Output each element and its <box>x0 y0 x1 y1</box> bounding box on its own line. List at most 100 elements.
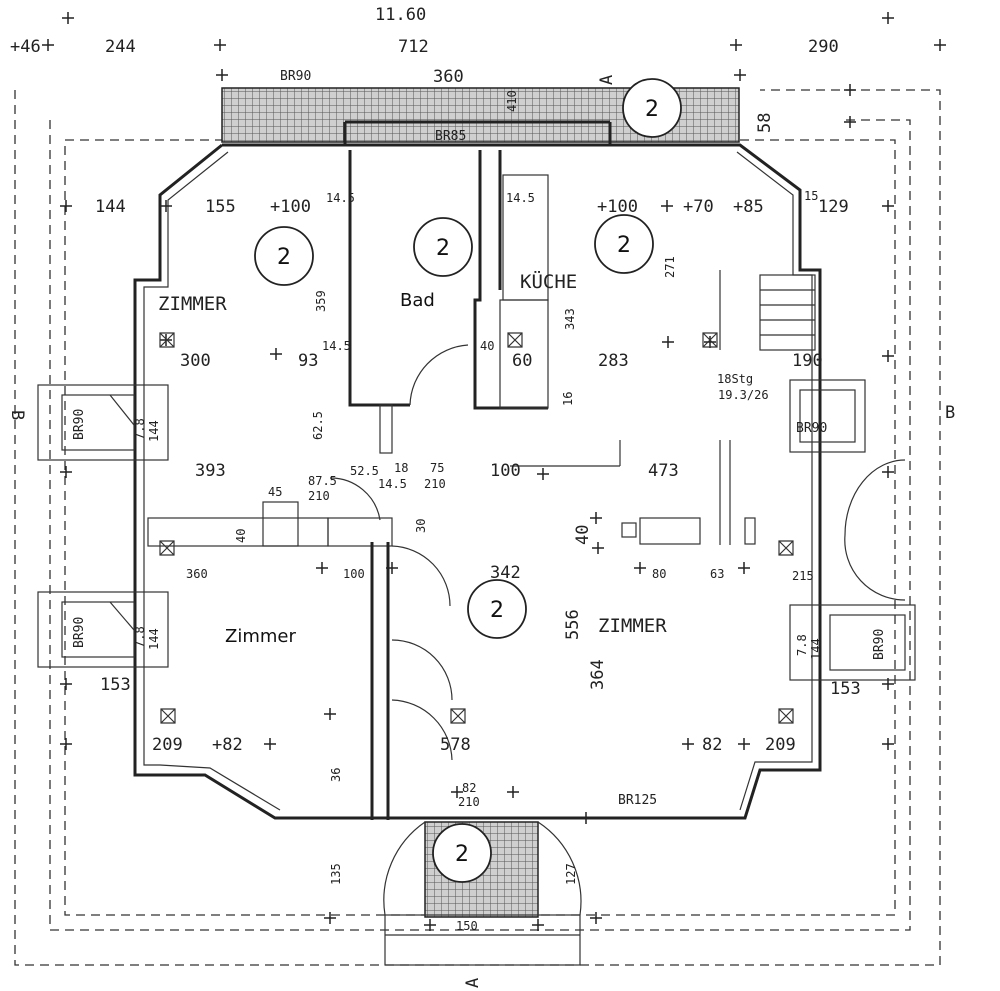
dimension-cross <box>590 912 602 924</box>
window-label-br90-left1: BR90 <box>72 409 87 440</box>
light-fixture-mark <box>160 708 176 724</box>
dimension-cross <box>216 69 228 81</box>
svg-text:129: 129 <box>818 197 849 217</box>
svg-text:7.8: 7.8 <box>133 418 147 440</box>
svg-text:58: 58 <box>755 113 775 133</box>
svg-text:271: 271 <box>663 256 677 278</box>
zone-circle <box>467 579 527 639</box>
dimension-cross <box>424 919 436 931</box>
door-swings <box>329 344 906 916</box>
svg-text:144: 144 <box>95 197 126 217</box>
dimension-cross <box>160 334 172 346</box>
light-fixture-mark <box>159 332 175 348</box>
dimension-cross <box>844 116 856 128</box>
section-mark-b-left: B <box>7 410 27 420</box>
svg-text:210: 210 <box>424 477 446 491</box>
dim-top-290: 290 <box>808 37 839 57</box>
dimension-cross <box>60 466 72 478</box>
dimension-cross <box>60 200 72 212</box>
svg-text:359: 359 <box>314 290 328 312</box>
window-left-2 <box>37 591 169 668</box>
dimension-cross <box>734 69 746 81</box>
svg-text:82: 82 <box>462 781 476 795</box>
svg-text:100: 100 <box>343 567 365 581</box>
svg-text:364: 364 <box>588 659 608 690</box>
svg-text:14.5: 14.5 <box>326 191 355 205</box>
room-label-zimmer-top-left: ZIMMER <box>158 293 227 315</box>
zone-number: 2 <box>490 598 504 623</box>
svg-text:52.5: 52.5 <box>350 464 379 478</box>
svg-text:155: 155 <box>205 197 236 217</box>
section-mark-a-bottom: A <box>463 978 483 988</box>
dimension-cross <box>324 708 336 720</box>
svg-text:153: 153 <box>830 679 861 699</box>
svg-text:+100: +100 <box>270 197 311 217</box>
svg-text:30: 30 <box>414 519 428 533</box>
dimension-markers <box>42 12 946 931</box>
svg-text:19.3/26: 19.3/26 <box>718 388 769 402</box>
light-fixture-mark <box>507 332 523 348</box>
dimension-cross <box>738 738 750 750</box>
stairs <box>719 270 816 351</box>
window-right-2 <box>789 604 916 681</box>
svg-text:209: 209 <box>152 735 183 755</box>
svg-text:153: 153 <box>100 675 131 695</box>
dimension-cross <box>662 336 674 348</box>
dimension-cross <box>42 39 54 51</box>
svg-text:215: 215 <box>792 569 814 583</box>
window-label-br90-right2: BR90 <box>872 629 887 660</box>
section-mark-a-top: A <box>597 75 617 85</box>
svg-text:80: 80 <box>652 567 666 581</box>
dimension-cross <box>704 336 716 348</box>
zone-circle <box>594 214 654 274</box>
svg-text:63: 63 <box>710 567 724 581</box>
svg-text:15: 15 <box>804 189 818 203</box>
svg-text:14.5: 14.5 <box>322 339 351 353</box>
room-label-kuche: KÜCHE <box>520 270 577 293</box>
dimension-cross <box>730 39 742 51</box>
svg-text:144: 144 <box>147 628 161 650</box>
dimension-cross <box>590 512 602 524</box>
dimension-cross <box>580 812 592 824</box>
svg-text:144: 144 <box>147 420 161 442</box>
dimension-cross <box>537 468 549 480</box>
dimension-cross <box>60 678 72 690</box>
svg-text:7.8: 7.8 <box>795 634 809 656</box>
dimension-cross <box>882 678 894 690</box>
light-fixture-mark <box>778 540 794 556</box>
dimension-cross <box>386 562 398 574</box>
dimension-cross <box>844 84 856 96</box>
svg-text:14.5: 14.5 <box>378 477 407 491</box>
light-fixture-mark <box>450 708 466 724</box>
svg-text:14.5: 14.5 <box>506 191 535 205</box>
light-fixture-mark <box>702 332 718 348</box>
zone-number: 2 <box>277 245 291 270</box>
entry-steps <box>384 914 581 966</box>
window-label-br90-right1: BR90 <box>796 421 827 436</box>
dimension-cross <box>62 12 74 24</box>
dimension-cross <box>634 562 646 574</box>
svg-text:62.5: 62.5 <box>311 411 325 440</box>
light-fixture-mark <box>778 708 794 724</box>
svg-text:93: 93 <box>298 351 318 371</box>
dimension-cross <box>592 542 604 554</box>
section-mark-b-right: B <box>945 403 955 423</box>
svg-text:150: 150 <box>456 919 478 933</box>
dimension-cross <box>682 738 694 750</box>
dimension-cross <box>882 738 894 750</box>
svg-text:473: 473 <box>648 461 679 481</box>
svg-text:18Stg: 18Stg <box>717 372 753 386</box>
light-fixture-mark <box>159 540 175 556</box>
dimension-cross <box>532 919 544 931</box>
svg-text:578: 578 <box>440 735 471 755</box>
svg-text:393: 393 <box>195 461 226 481</box>
svg-text:18: 18 <box>394 461 408 475</box>
zone-circle <box>254 226 314 286</box>
dimension-cross <box>738 562 750 574</box>
svg-text:36: 36 <box>329 768 343 782</box>
dimension-cross <box>324 912 336 924</box>
room-label-bad: Bad <box>400 290 435 311</box>
svg-text:7.8: 7.8 <box>133 626 147 648</box>
dim-top-244: 244 <box>105 37 136 57</box>
